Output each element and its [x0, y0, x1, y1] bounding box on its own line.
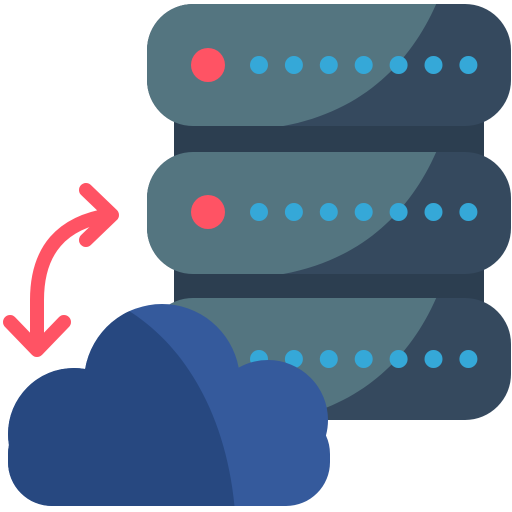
- indicator-lights: [250, 203, 478, 221]
- indicator-led: [459, 56, 478, 74]
- server-unit-middle: [147, 152, 511, 274]
- indicator-led: [389, 203, 408, 221]
- indicator-led: [319, 203, 338, 221]
- indicator-led: [424, 203, 443, 221]
- indicator-led: [284, 56, 303, 74]
- indicator-led: [250, 56, 268, 74]
- indicator-lights: [250, 56, 478, 74]
- indicator-led: [354, 56, 373, 74]
- status-led-red: [191, 195, 225, 229]
- indicator-led: [284, 203, 303, 221]
- indicator-led: [250, 203, 268, 221]
- indicator-led: [354, 350, 373, 368]
- status-led-red: [191, 48, 225, 82]
- indicator-led: [389, 350, 408, 368]
- indicator-led: [319, 56, 338, 74]
- indicator-led: [389, 56, 408, 74]
- indicator-lights: [250, 350, 478, 368]
- indicator-led: [459, 350, 478, 368]
- server-unit-top: [147, 4, 511, 126]
- sync-arrow-icon: [3, 183, 119, 357]
- indicator-led: [284, 350, 303, 368]
- indicator-led: [424, 56, 443, 74]
- indicator-led: [459, 203, 478, 221]
- indicator-led: [424, 350, 443, 368]
- indicator-led: [354, 203, 373, 221]
- indicator-led: [319, 350, 338, 368]
